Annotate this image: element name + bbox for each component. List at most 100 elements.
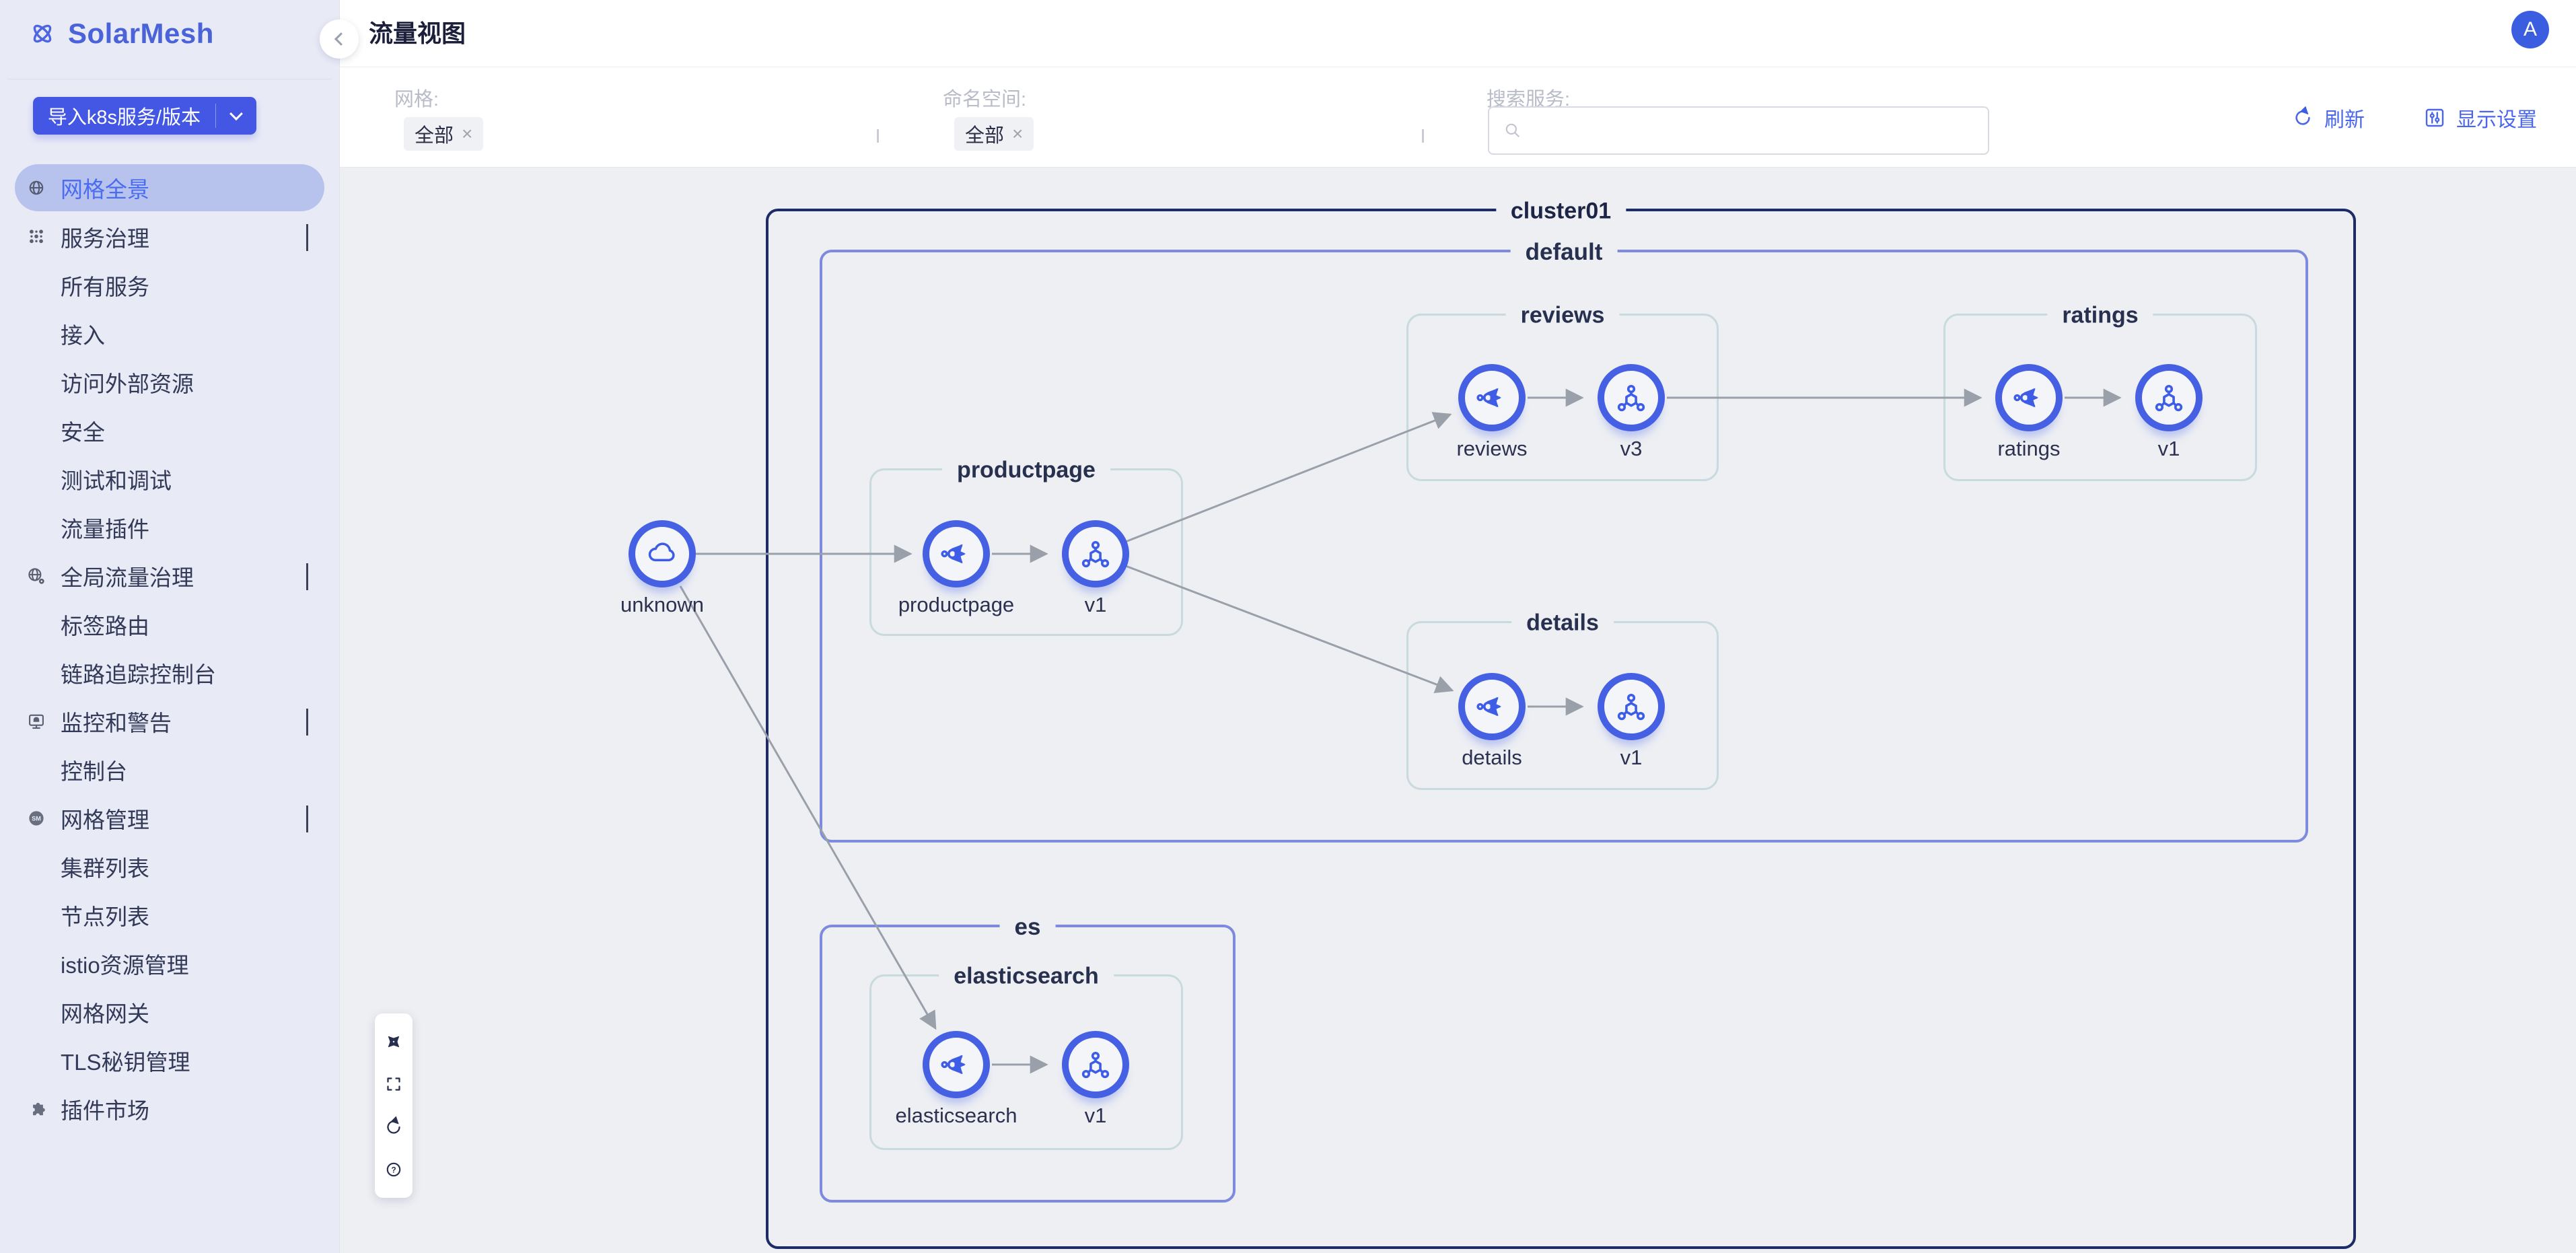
import-dropdown-caret[interactable] <box>216 107 256 121</box>
refresh-icon <box>382 1116 405 1139</box>
fullscreen-icon <box>382 1073 405 1096</box>
sidebar-item-security[interactable]: 安全 <box>61 420 105 445</box>
display-settings-button[interactable]: 显示设置 <box>2423 103 2537 133</box>
sidebar-item-mesh-gateway[interactable]: 网格网关 <box>61 1001 149 1026</box>
puzzle-icon <box>25 1098 48 1120</box>
mesh-filter-tag[interactable]: 全部 × <box>404 117 484 151</box>
graph-node-elasticsearch-v1[interactable]: v1 <box>1062 1031 1129 1127</box>
service-group-productpage: productpage <box>869 457 1183 636</box>
sidebar-item-external-resources[interactable]: 访问外部资源 <box>61 371 194 396</box>
fit-view-button[interactable] <box>380 1028 407 1055</box>
graph-toolbar: ? <box>375 1013 413 1198</box>
graph-node-ratings[interactable]: ratings <box>1995 364 2063 460</box>
display-settings-icon <box>2423 106 2447 130</box>
sidebar-item-console[interactable]: 控制台 <box>61 759 127 784</box>
monitor-bell-icon <box>25 710 48 733</box>
graph-node-productpage-v1[interactable]: v1 <box>1062 520 1129 616</box>
sidebar-item-cluster-list[interactable]: 集群列表 <box>61 856 149 881</box>
sidebar-item-istio-resources[interactable]: istio资源管理 <box>61 953 189 978</box>
help-icon: ? <box>382 1158 405 1181</box>
app-name: SolarMesh <box>68 17 214 49</box>
import-k8s-button[interactable]: 导入k8s服务/版本 <box>33 97 256 135</box>
globe-icon <box>25 176 48 199</box>
service-group-ratings: ratings <box>1943 302 2257 481</box>
namespace-select-chevron-icon[interactable] <box>1422 129 1424 143</box>
namespace-label: default <box>1510 239 1618 266</box>
top-bar: 流量视图 A <box>340 0 2576 67</box>
app-logo: SolarMesh <box>26 17 214 50</box>
namespace-filter-label: 命名空间: <box>943 89 1027 110</box>
chevron-left-icon <box>334 32 348 46</box>
sidebar-item-tracing-console[interactable]: 链路追踪控制台 <box>61 662 216 687</box>
filter-bar: 网格: 全部 × 命名空间: 全部 × 搜索服务: 刷新 <box>340 67 2576 168</box>
sidebar-item-tls-secrets[interactable]: TLS秘钥管理 <box>61 1050 190 1075</box>
service-group-elasticsearch: elasticsearch <box>869 963 1183 1150</box>
chevron-up-icon <box>306 224 308 251</box>
namespace-filter-tag[interactable]: 全部 × <box>954 117 1034 151</box>
sidebar-item-global-traffic[interactable]: 全局流量治理 <box>0 552 339 600</box>
graph-node-productpage[interactable]: productpage <box>898 520 1014 616</box>
cluster-label: cluster01 <box>1495 198 1626 225</box>
search-service-input[interactable] <box>1532 119 1976 142</box>
graph-node-details-v1[interactable]: v1 <box>1598 673 1665 769</box>
namespace-box-default: default <box>820 239 2308 843</box>
namespace-box-es: es <box>820 914 1236 1203</box>
sidebar-menu: 网格全景 服务治理 所有服务 接入 访问外部资源 安全 测试和调试 流量插件 <box>0 164 339 1133</box>
user-avatar[interactable]: A <box>2511 11 2549 48</box>
svg-text:SM: SM <box>32 816 41 822</box>
workload-icon <box>1613 688 1649 725</box>
mesh-filter-label: 网格: <box>394 89 439 110</box>
chevron-up-icon <box>306 806 308 832</box>
sidebar-item-mesh-overview[interactable]: 网格全景 <box>15 164 324 211</box>
svg-text:?: ? <box>391 1166 396 1175</box>
workload-icon <box>1077 536 1114 572</box>
namespace-tag-close-icon[interactable]: × <box>1012 123 1024 144</box>
mesh-select-chevron-icon[interactable] <box>877 129 879 143</box>
graph-node-reviews[interactable]: reviews <box>1456 364 1528 460</box>
graph-refresh-button[interactable] <box>380 1114 407 1141</box>
sidebar-item-monitor-alert[interactable]: 监控和警告 <box>0 697 339 746</box>
traffic-graph-canvas[interactable]: cluster01 default es productpage reviews… <box>340 168 2576 1253</box>
globe-gear-icon <box>25 565 48 587</box>
page-title: 流量视图 <box>369 20 466 47</box>
service-route-icon <box>1474 688 1510 725</box>
workload-icon <box>2151 380 2187 416</box>
namespace-label: es <box>999 914 1056 941</box>
refresh-button[interactable]: 刷新 <box>2291 103 2365 133</box>
chevron-up-icon <box>306 563 308 590</box>
graph-node-unknown[interactable]: unknown <box>620 520 704 616</box>
sidebar-item-node-list[interactable]: 节点列表 <box>61 904 149 929</box>
graph-node-ratings-v1[interactable]: v1 <box>2135 364 2203 460</box>
service-group-reviews: reviews <box>1406 302 1719 481</box>
help-button[interactable]: ? <box>380 1156 407 1183</box>
graph-node-reviews-v3[interactable]: v3 <box>1598 364 1665 460</box>
sidebar-item-all-services[interactable]: 所有服务 <box>61 275 149 299</box>
sidebar-item-service-governance[interactable]: 服务治理 <box>0 213 339 261</box>
sidebar: SolarMesh 导入k8s服务/版本 网格全景 服务治理 <box>0 0 340 1253</box>
search-service-box[interactable] <box>1488 106 1989 155</box>
mesh-tag-close-icon[interactable]: × <box>462 123 473 144</box>
sidebar-item-plugin-market[interactable]: 插件市场 <box>0 1085 339 1133</box>
mesh-badge-icon: SM <box>25 807 48 830</box>
sidebar-item-label-routing[interactable]: 标签路由 <box>61 614 149 639</box>
service-route-icon <box>2011 380 2047 416</box>
sidebar-collapse-button[interactable] <box>320 20 359 59</box>
graph-node-details[interactable]: details <box>1458 673 1526 769</box>
service-route-icon <box>1474 380 1510 416</box>
expand-icon <box>382 1030 405 1053</box>
cloud-icon <box>643 535 681 573</box>
workload-icon <box>1077 1046 1114 1083</box>
fullscreen-button[interactable] <box>380 1071 407 1098</box>
sidebar-item-mesh-management[interactable]: SM 网格管理 <box>0 794 339 843</box>
chevron-up-icon <box>306 709 308 736</box>
service-group-details: details <box>1406 610 1719 790</box>
sidebar-item-traffic-plugins[interactable]: 流量插件 <box>61 517 149 542</box>
sidebar-item-access[interactable]: 接入 <box>61 323 105 348</box>
service-route-icon <box>938 536 974 572</box>
filter-actions: 刷新 显示设置 <box>2291 67 2537 168</box>
sidebar-item-test-debug[interactable]: 测试和调试 <box>61 468 172 493</box>
refresh-icon <box>2291 106 2315 130</box>
service-route-icon <box>938 1046 974 1083</box>
dots-grid-icon <box>25 225 48 248</box>
graph-node-elasticsearch[interactable]: elasticsearch <box>896 1031 1017 1127</box>
